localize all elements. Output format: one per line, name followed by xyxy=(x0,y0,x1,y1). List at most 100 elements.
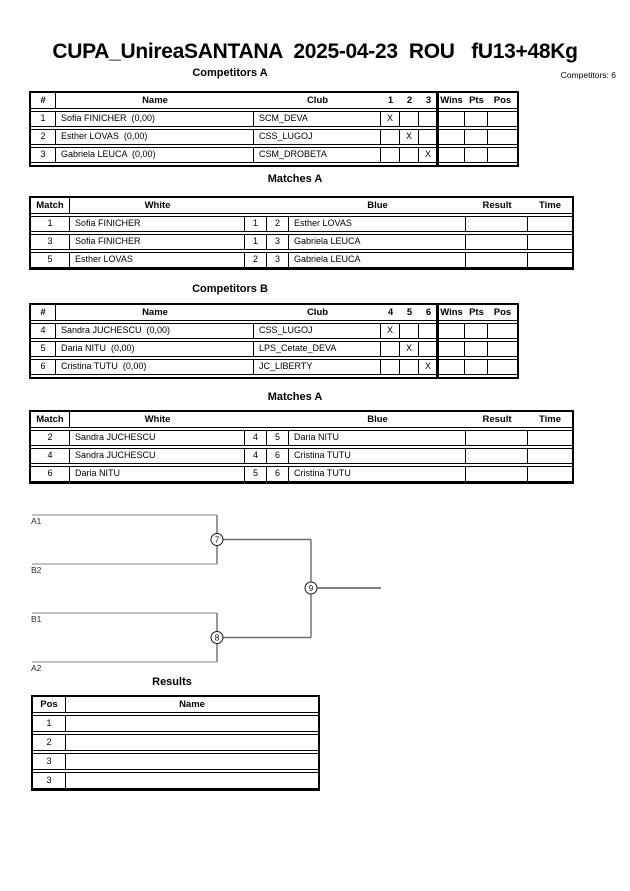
cell-blue-seed: 3 xyxy=(267,235,289,249)
cell-club: CSS_LUGOJ xyxy=(254,130,381,144)
header-wins: Wins xyxy=(440,307,463,318)
cell-name xyxy=(66,754,318,769)
table-row: 2 xyxy=(33,734,318,751)
cell-pos xyxy=(488,360,517,374)
header-result: Result xyxy=(482,200,512,211)
header-time: Time xyxy=(538,200,561,211)
header-num: # xyxy=(31,305,56,320)
header-blue: Blue xyxy=(367,200,388,211)
cell-time xyxy=(528,431,572,445)
header-white: White xyxy=(144,200,171,211)
cell-time xyxy=(528,217,572,231)
header-result: Result xyxy=(482,414,512,425)
cell-name xyxy=(66,716,318,731)
match-number-final: 9 xyxy=(309,584,314,593)
cell-wins xyxy=(438,148,465,162)
table-row: 5 Daria NITU (0,00) LPS_Cetate_DEVA X xyxy=(31,341,517,357)
cell-x1 xyxy=(381,130,400,144)
bracket-diagram: 7 8 9 A1 B2 B1 A2 xyxy=(31,514,381,673)
cell-blue-name: Daria NITU xyxy=(289,431,466,445)
table-row: 1 Sofia FINICHER 1 2 Esther LOVAS xyxy=(31,216,572,232)
header-match: Match xyxy=(31,412,70,427)
cell-x5 xyxy=(400,360,419,374)
cell-wins xyxy=(438,130,465,144)
cell-match-number: 6 xyxy=(31,467,70,481)
cell-pos xyxy=(488,112,517,126)
table-row: 6 Daria NITU 5 6 Cristina TUTU xyxy=(31,466,572,482)
competitors-a-table: # Name Club 1 2 3 Wins Pts Pos 1 Sofia F… xyxy=(29,91,519,167)
cell-name: Daria NITU (0,00) xyxy=(56,342,254,356)
header-club: Club xyxy=(306,307,329,318)
cell-blue-name: Gabriela LEUCA xyxy=(289,253,466,267)
competitors-count: Competitors: 6 xyxy=(560,70,616,80)
cell-name: Cristina TUTU (0,00) xyxy=(56,360,254,374)
cell-wins xyxy=(438,324,465,338)
cell-x4: X xyxy=(381,324,400,338)
match-circle-8 xyxy=(210,631,224,644)
cell-num: 4 xyxy=(31,324,56,338)
match-circle-9 xyxy=(304,581,318,595)
table-row: 2 Sandra JUCHESCU 4 5 Daria NITU xyxy=(31,430,572,446)
cell-blue-seed: 5 xyxy=(267,431,289,445)
cell-x1: X xyxy=(381,112,400,126)
header-club: Club xyxy=(306,95,329,106)
cell-pos: 3 xyxy=(33,754,66,769)
cell-name xyxy=(66,773,318,788)
cell-wins xyxy=(438,342,465,356)
seed-label-a2: A2 xyxy=(31,663,42,673)
cell-pts xyxy=(465,360,488,374)
cell-club: CSS_LUGOJ xyxy=(254,324,381,338)
header-pos: Pos xyxy=(493,95,512,106)
wins-divider xyxy=(436,305,439,377)
header-match: Match xyxy=(31,198,70,213)
cell-white-name: Esther LOVAS xyxy=(70,253,245,267)
wins-divider xyxy=(436,93,439,165)
cell-white-seed: 4 xyxy=(245,449,267,463)
cell-time xyxy=(528,253,572,267)
seed-label-a1: A1 xyxy=(31,516,42,526)
header-pts: Pts xyxy=(469,307,484,318)
cell-white-seed: 2 xyxy=(245,253,267,267)
match-number-semi1: 7 xyxy=(215,536,220,545)
table-row: 3 Gabriela LEUCA (0,00) CSM_DROBETA X xyxy=(31,147,517,163)
table-row: 3 xyxy=(33,753,318,770)
cell-result xyxy=(466,217,528,231)
cell-pts xyxy=(465,148,488,162)
header-col3: 3 xyxy=(425,95,432,106)
cell-wins xyxy=(438,112,465,126)
header-num: # xyxy=(31,93,56,108)
cell-pts xyxy=(465,342,488,356)
cell-result xyxy=(466,431,528,445)
cell-blue-seed: 3 xyxy=(267,253,289,267)
cell-club: SCM_DEVA xyxy=(254,112,381,126)
cell-white-name: Sandra JUCHESCU xyxy=(70,431,245,445)
cell-time xyxy=(528,467,572,481)
cell-pos xyxy=(488,130,517,144)
matches-a2-table: Match White Blue Result Time 2 Sandra JU… xyxy=(29,410,574,484)
cell-blue-seed: 6 xyxy=(267,449,289,463)
header-spacer xyxy=(245,198,267,213)
cell-num: 2 xyxy=(31,130,56,144)
seed-label-b2: B2 xyxy=(31,565,42,575)
header-name: Name xyxy=(142,307,168,318)
cell-club: LPS_Cetate_DEVA xyxy=(254,342,381,356)
header-name: Name xyxy=(142,95,168,106)
cell-num: 1 xyxy=(31,112,56,126)
table-row: 3 Sofia FINICHER 1 3 Gabriela LEUCA xyxy=(31,234,572,250)
section-title-matches-a1: Matches A xyxy=(267,173,323,185)
cell-time xyxy=(528,449,572,463)
header-pos: Pos xyxy=(33,697,66,712)
table-header-row: Match White Blue Result Time xyxy=(31,412,572,428)
header-spacer xyxy=(267,198,289,213)
cell-blue-name: Gabriela LEUCA xyxy=(289,235,466,249)
cell-white-name: Sandra JUCHESCU xyxy=(70,449,245,463)
cell-result xyxy=(466,235,528,249)
seed-label-b1: B1 xyxy=(31,614,42,624)
cell-club: JC_LIBERTY xyxy=(254,360,381,374)
cell-x1 xyxy=(381,148,400,162)
cell-x2 xyxy=(400,148,419,162)
table-header-row: Match White Blue Result Time xyxy=(31,198,572,214)
competitors-b-table: # Name Club 4 5 6 Wins Pts Pos 4 Sandra … xyxy=(29,303,519,379)
cell-blue-name: Cristina TUTU xyxy=(289,467,466,481)
cell-num: 6 xyxy=(31,360,56,374)
